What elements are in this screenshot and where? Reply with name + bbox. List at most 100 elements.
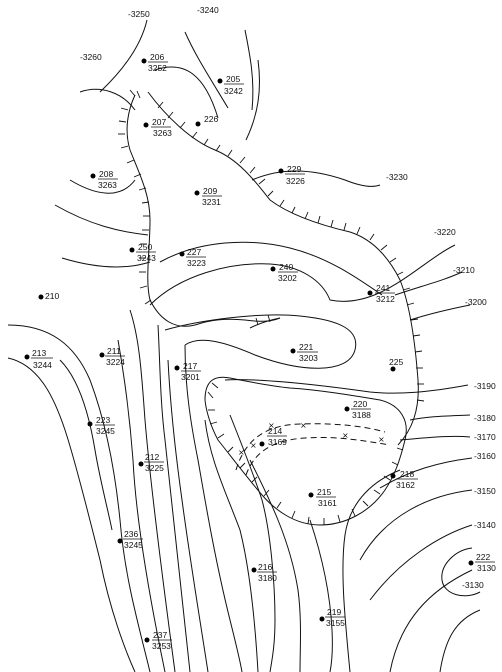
well-name: 218 (400, 469, 414, 479)
well-218: 218 3162 (390, 469, 418, 490)
x-mark: × (268, 421, 275, 430)
contour-label: -3200 (465, 297, 487, 307)
well-220: 220 3188 (344, 399, 371, 420)
well-208: 208 3263 (90, 169, 118, 190)
hachure (356, 226, 361, 235)
well-depth: 3245 (96, 426, 115, 436)
dashed-line (245, 436, 391, 476)
well-225: 225 (389, 357, 403, 372)
well-214: 214 3169 (259, 426, 287, 447)
dashed-feature: × × × × × × (235, 421, 391, 476)
hachure (410, 318, 419, 321)
contour-line (164, 314, 357, 369)
contour-line (184, 31, 229, 109)
well-depth: 3169 (268, 437, 287, 447)
x-mark: × (250, 441, 257, 450)
well-name: 229 (287, 164, 301, 174)
well-depth: 3162 (396, 480, 415, 490)
hachure (139, 285, 148, 289)
well-marker (290, 348, 296, 354)
well-237: 237 3253 (144, 630, 172, 651)
contour-line (69, 179, 136, 194)
well-name: 207 (152, 117, 166, 127)
well-209: 209 3231 (194, 186, 222, 207)
well-name: 214 (268, 426, 282, 436)
fault-hachures (118, 89, 425, 525)
well-213: 213 3244 (24, 348, 53, 370)
hachure (118, 120, 127, 123)
well-marker (319, 616, 325, 622)
well-215: 215 3161 (308, 487, 337, 508)
well-name: 206 (150, 52, 164, 62)
contour-label: -3190 (474, 381, 496, 391)
hachure (133, 173, 142, 178)
well-250: 250 3243 (129, 242, 156, 263)
contour-label: -3150 (474, 486, 496, 496)
well-name: 205 (226, 74, 240, 84)
well-206: 206 3252 (141, 52, 168, 73)
well-210: 210 (38, 291, 59, 301)
well-223: 223 3245 (87, 415, 115, 436)
hachure (167, 111, 174, 119)
well-name: 223 (96, 415, 110, 425)
well-216: 216 3180 (251, 562, 277, 583)
contour-line (394, 271, 463, 296)
hachure (373, 489, 381, 495)
well-marker (143, 122, 149, 128)
well-name: 212 (145, 452, 159, 462)
well-depth: 3252 (148, 63, 167, 73)
well-marker (259, 441, 265, 447)
well-depth: 3231 (202, 197, 221, 207)
well-depth: 3243 (137, 253, 156, 263)
hachure (157, 101, 164, 109)
contour-label: -3230 (386, 172, 408, 182)
well-211: 211 3224 (99, 346, 125, 367)
hachure (129, 89, 136, 97)
contour-label: -3240 (197, 5, 219, 15)
well-217: 217 3201 (174, 361, 201, 382)
well-marker (251, 567, 257, 573)
hachure (391, 461, 399, 466)
well-name: 250 (138, 242, 152, 252)
well-depth: 3244 (33, 360, 52, 370)
well-name: 236 (124, 529, 138, 539)
hachure (209, 421, 218, 425)
contour-line (229, 414, 276, 672)
well-name: 221 (299, 342, 313, 352)
hachure (396, 271, 404, 276)
well-marker (141, 58, 147, 64)
well-205: 205 3242 (217, 74, 244, 96)
hachure (255, 317, 259, 326)
well-depth: 3130 (477, 563, 496, 573)
hachure (251, 476, 258, 483)
hachure (203, 138, 209, 146)
well-depth: 3201 (181, 372, 200, 382)
hachure (215, 144, 221, 152)
hachure (267, 314, 271, 323)
well-marker (129, 247, 135, 253)
contour-label: -3180 (474, 413, 496, 423)
hachure (317, 215, 321, 224)
well-212: 212 3225 (138, 452, 164, 473)
well-219: 219 3155 (319, 607, 345, 628)
hachure (337, 514, 341, 523)
well-depth: 3180 (258, 573, 277, 583)
hachure (239, 462, 246, 469)
x-mark: × (342, 431, 349, 440)
contour-line (159, 241, 383, 296)
well-marker (270, 266, 276, 272)
hachure (227, 149, 233, 157)
fault-boundary (249, 317, 281, 329)
well-marker (117, 538, 123, 544)
contour-line (149, 244, 456, 306)
contour-line (224, 379, 469, 394)
fault-lines (126, 91, 419, 526)
well-marker (217, 78, 223, 84)
hachure (396, 447, 404, 451)
contour-label: -3220 (434, 227, 456, 237)
contour-label: -3210 (453, 265, 475, 275)
hachure (362, 500, 369, 507)
well-marker (468, 560, 474, 566)
contour-line (389, 569, 473, 672)
contour-line (99, 19, 148, 93)
